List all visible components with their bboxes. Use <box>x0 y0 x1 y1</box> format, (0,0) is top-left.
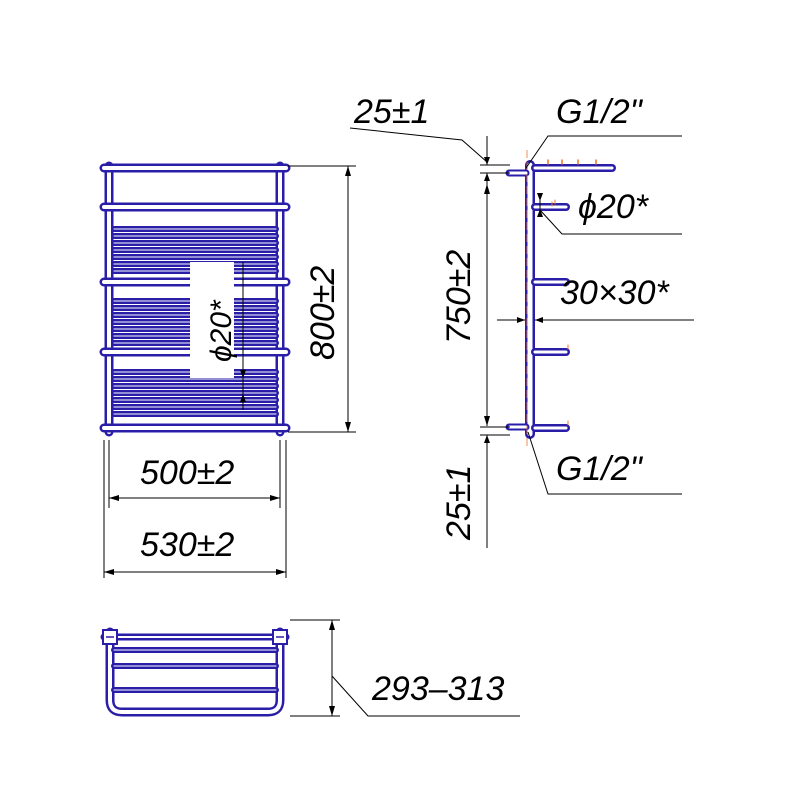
bottom-thread-callout: G1/2" <box>527 431 682 495</box>
top-view <box>100 627 290 717</box>
outer-width-label: 530±2 <box>140 526 234 564</box>
bottom-thread-label: G1/2" <box>556 450 644 488</box>
side-diameter-label: ϕ20* <box>578 188 650 226</box>
profile-square-callout: 30×30* <box>497 274 694 323</box>
top-rails <box>100 633 290 693</box>
centers-height-dimension: 750±2 <box>440 184 510 436</box>
bottom-gap-label: 25±1 <box>440 465 478 541</box>
outer-width-dimension: 530±2 <box>103 440 287 578</box>
profile-square-label: 30×30* <box>560 274 670 312</box>
top-gap-dimension: 25±1 <box>349 93 510 184</box>
side-arms <box>526 150 616 450</box>
inner-width-label: 500±2 <box>140 454 234 492</box>
top-thread-label: G1/2" <box>556 93 644 131</box>
side-view <box>505 150 616 450</box>
overall-height-label: 800±2 <box>304 266 342 360</box>
overall-height-dimension: 800±2 <box>288 165 356 433</box>
depth-label: 293–313 <box>371 670 504 708</box>
front-diameter-label: ϕ20* <box>205 299 238 362</box>
top-thread-callout: G1/2" <box>525 93 682 169</box>
front-diameter-callout: ϕ20* <box>190 262 246 410</box>
centers-height-label: 750±2 <box>440 250 478 344</box>
depth-dimension: 293–313 <box>290 619 520 717</box>
inner-width-dimension: 500±2 <box>108 440 281 508</box>
bottom-gap-dimension: 25±1 <box>440 435 490 548</box>
side-diameter-callout: ϕ20* <box>537 188 682 235</box>
top-gap-label: 25±1 <box>353 93 429 131</box>
